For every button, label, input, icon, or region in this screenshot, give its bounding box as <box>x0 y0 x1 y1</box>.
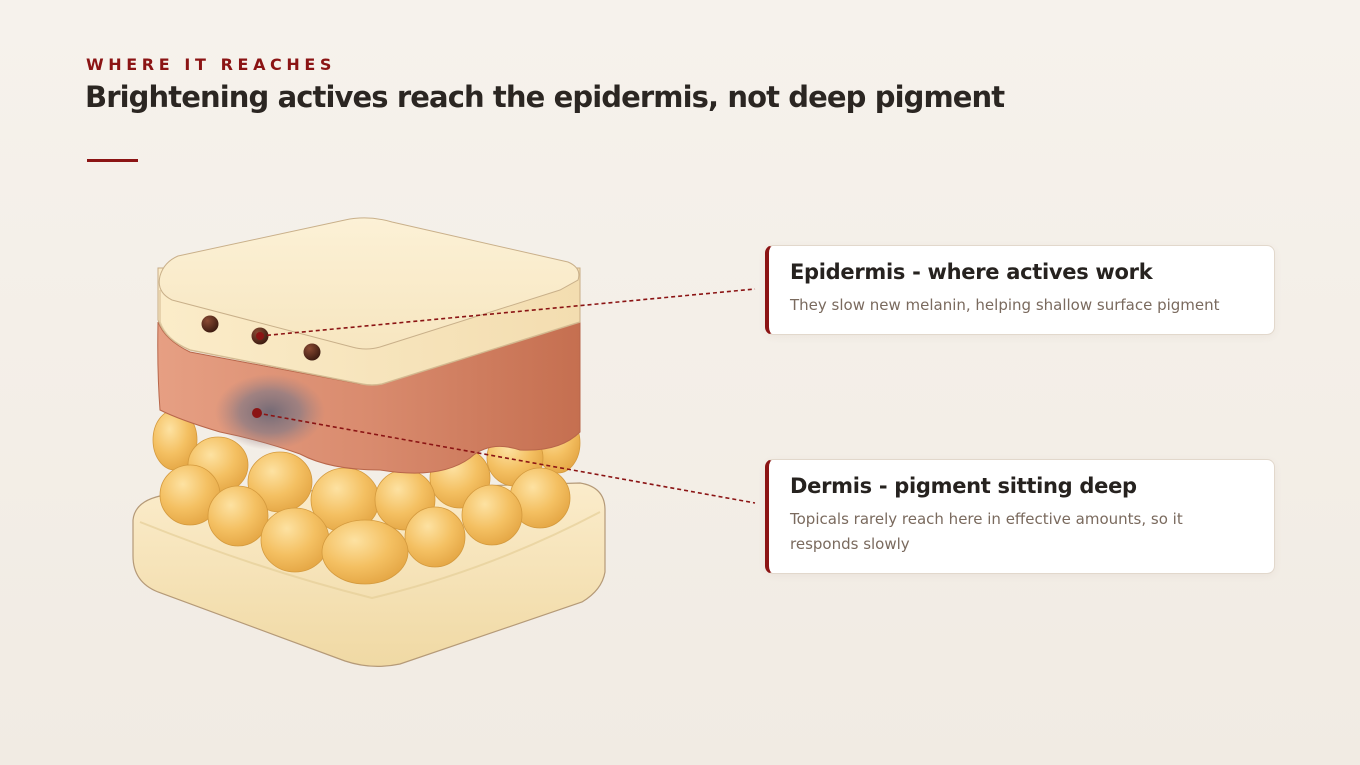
callout-epidermis-body: They slow new melanin, helping shallow s… <box>790 296 1220 315</box>
section-eyebrow: WHERE IT REACHES <box>86 55 337 74</box>
callout-dermis-title: Dermis - pigment sitting deep <box>790 474 1137 498</box>
leader-line-epidermis <box>259 288 756 337</box>
epidermis-top <box>158 217 580 350</box>
callout-dermis: Dermis - pigment sitting deep Topicals r… <box>765 459 1275 574</box>
callout-epidermis: Epidermis - where actives work They slow… <box>765 245 1275 335</box>
leader-line-dermis <box>256 412 756 504</box>
deep-pigment <box>215 374 325 450</box>
callout-epidermis-title: Epidermis - where actives work <box>790 260 1153 284</box>
page-title: Brightening actives reach the epidermis,… <box>85 80 1005 114</box>
title-accent-rule <box>87 159 138 162</box>
callout-dermis-body: Topicals rarely reach here in effective … <box>790 510 1183 554</box>
